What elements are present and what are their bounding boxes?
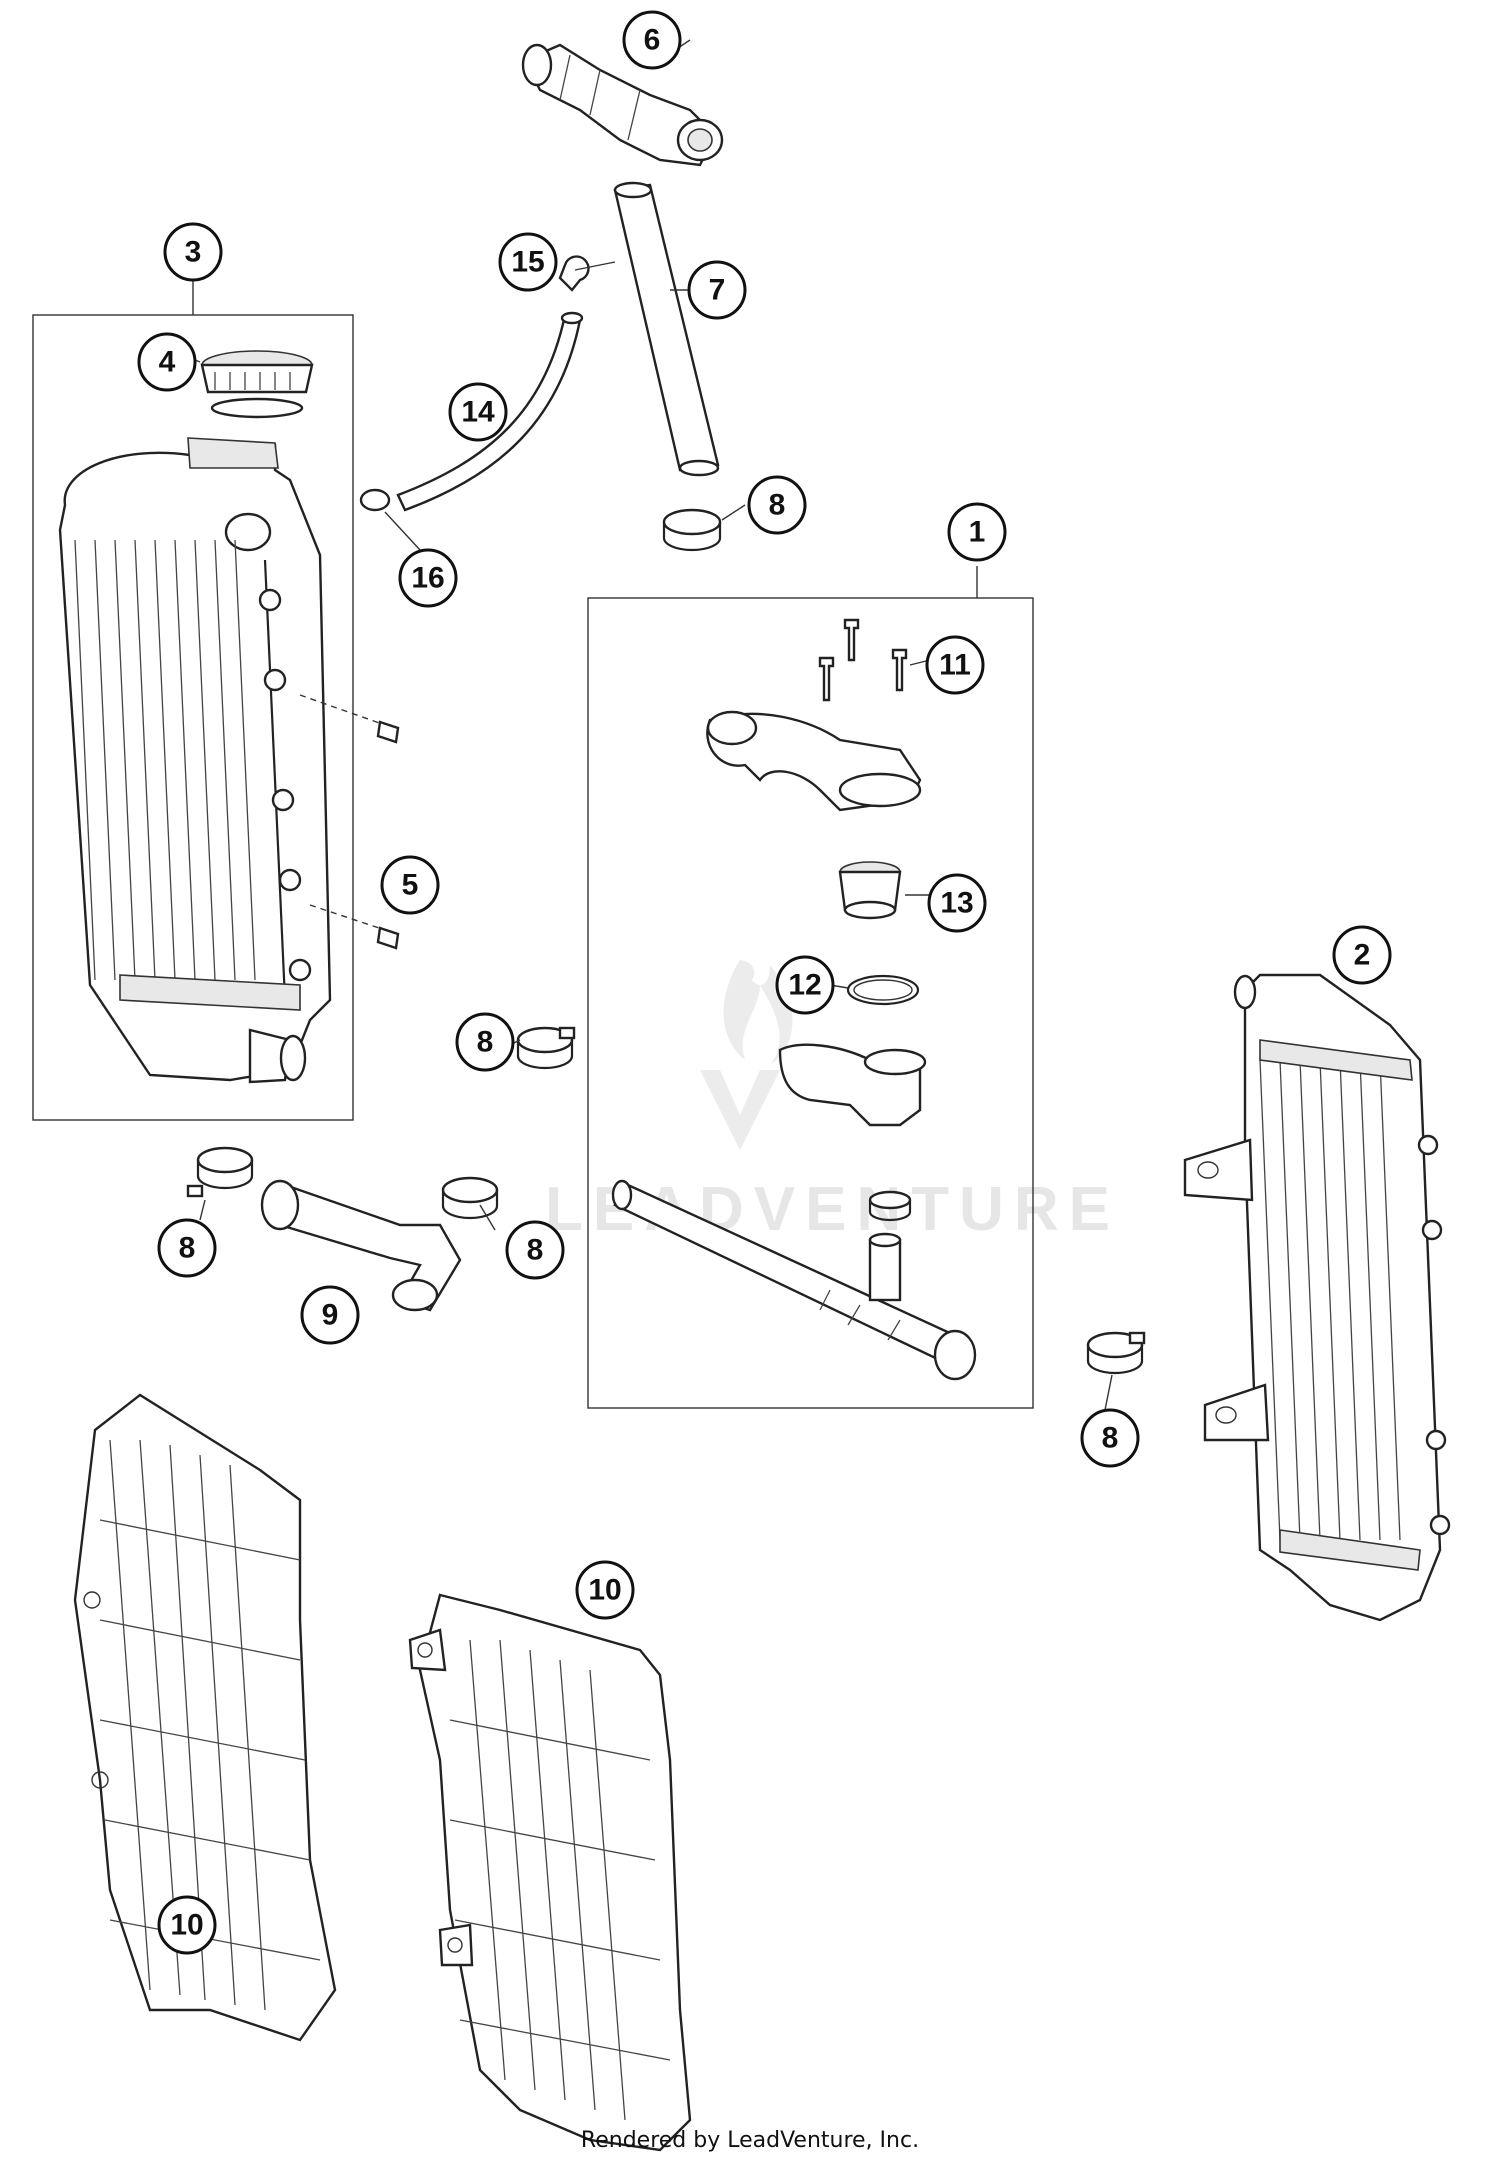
callout-14: 14 [448,382,508,442]
thermostat-housing-upper [706,710,922,812]
callout-10-left: 10 [157,1895,217,1955]
callout-8-upper: 8 [747,475,807,535]
callout-8-left: 8 [157,1218,217,1278]
svg-text:8: 8 [1102,1422,1119,1455]
thermostat-13 [838,861,902,920]
upper-hose [521,43,724,167]
screws-11 [818,618,908,702]
group-box-1 [587,566,1034,1409]
callout-3: 3 [163,222,223,282]
thermostat-housing-lower [778,1043,927,1222]
clamp-8-upper [662,508,722,552]
svg-text:1: 1 [969,516,986,549]
svg-text:10: 10 [588,1574,621,1607]
svg-text:2: 2 [1354,939,1371,972]
thermostat-lower-pipe [611,1179,977,1381]
radiator-guard-left [73,1393,337,2042]
callout-1: 1 [947,502,1007,562]
svg-text:15: 15 [511,246,544,279]
callout-10-right: 10 [575,1560,635,1620]
o-ring-12 [846,974,920,1006]
svg-text:12: 12 [788,969,821,1002]
svg-text:3: 3 [185,236,202,269]
left-radiator [58,437,332,1084]
clamp-8-center [441,1176,499,1220]
svg-text:8: 8 [769,489,786,522]
right-radiator [1183,973,1451,1622]
callout-8-mid-left: 8 [455,1012,515,1072]
callout-9: 9 [300,1285,360,1345]
svg-text:11: 11 [939,649,971,682]
callout-15: 15 [498,232,558,292]
svg-text:10: 10 [170,1909,203,1942]
radiator-guard-right [408,1593,692,2152]
callout-8-right: 8 [1080,1408,1140,1468]
callout-4: 4 [137,332,197,392]
svg-text:13: 13 [940,887,973,920]
small-hose [396,311,584,512]
callout-12: 12 [775,955,835,1015]
svg-text:7: 7 [709,274,726,307]
svg-text:8: 8 [179,1232,196,1265]
callout-8-center: 8 [505,1220,565,1280]
svg-text:9: 9 [322,1299,339,1332]
callout-6: 6 [622,10,682,70]
bolt-5 [299,694,400,950]
small-clamp-15 [558,255,590,292]
callout-11: 11 [925,635,985,695]
svg-text:16: 16 [411,562,444,595]
flame-logo-icon [723,960,793,1065]
radiator-cap [200,350,314,419]
group-box-3 [32,278,354,1121]
svg-text:5: 5 [402,869,419,902]
callout-16: 16 [398,548,458,608]
callout-2: 2 [1332,925,1392,985]
svg-text:8: 8 [477,1026,494,1059]
clamp-8-left [186,1146,254,1198]
svg-text:8: 8 [527,1234,544,1267]
callout-13: 13 [927,873,987,933]
long-pipe [613,181,720,477]
callout-7: 7 [687,260,747,320]
watermark-v-mark [700,1070,780,1150]
lower-hose [260,1179,462,1312]
callout-5: 5 [380,855,440,915]
svg-text:6: 6 [644,24,661,57]
small-clamp-16 [359,488,421,551]
clamp-8-right [1086,1331,1146,1375]
footer-credit: Rendered by LeadVenture, Inc. [580,2128,920,2153]
svg-text:4: 4 [159,346,176,379]
clamp-8-mid-left [516,1026,576,1070]
svg-text:14: 14 [461,396,495,429]
